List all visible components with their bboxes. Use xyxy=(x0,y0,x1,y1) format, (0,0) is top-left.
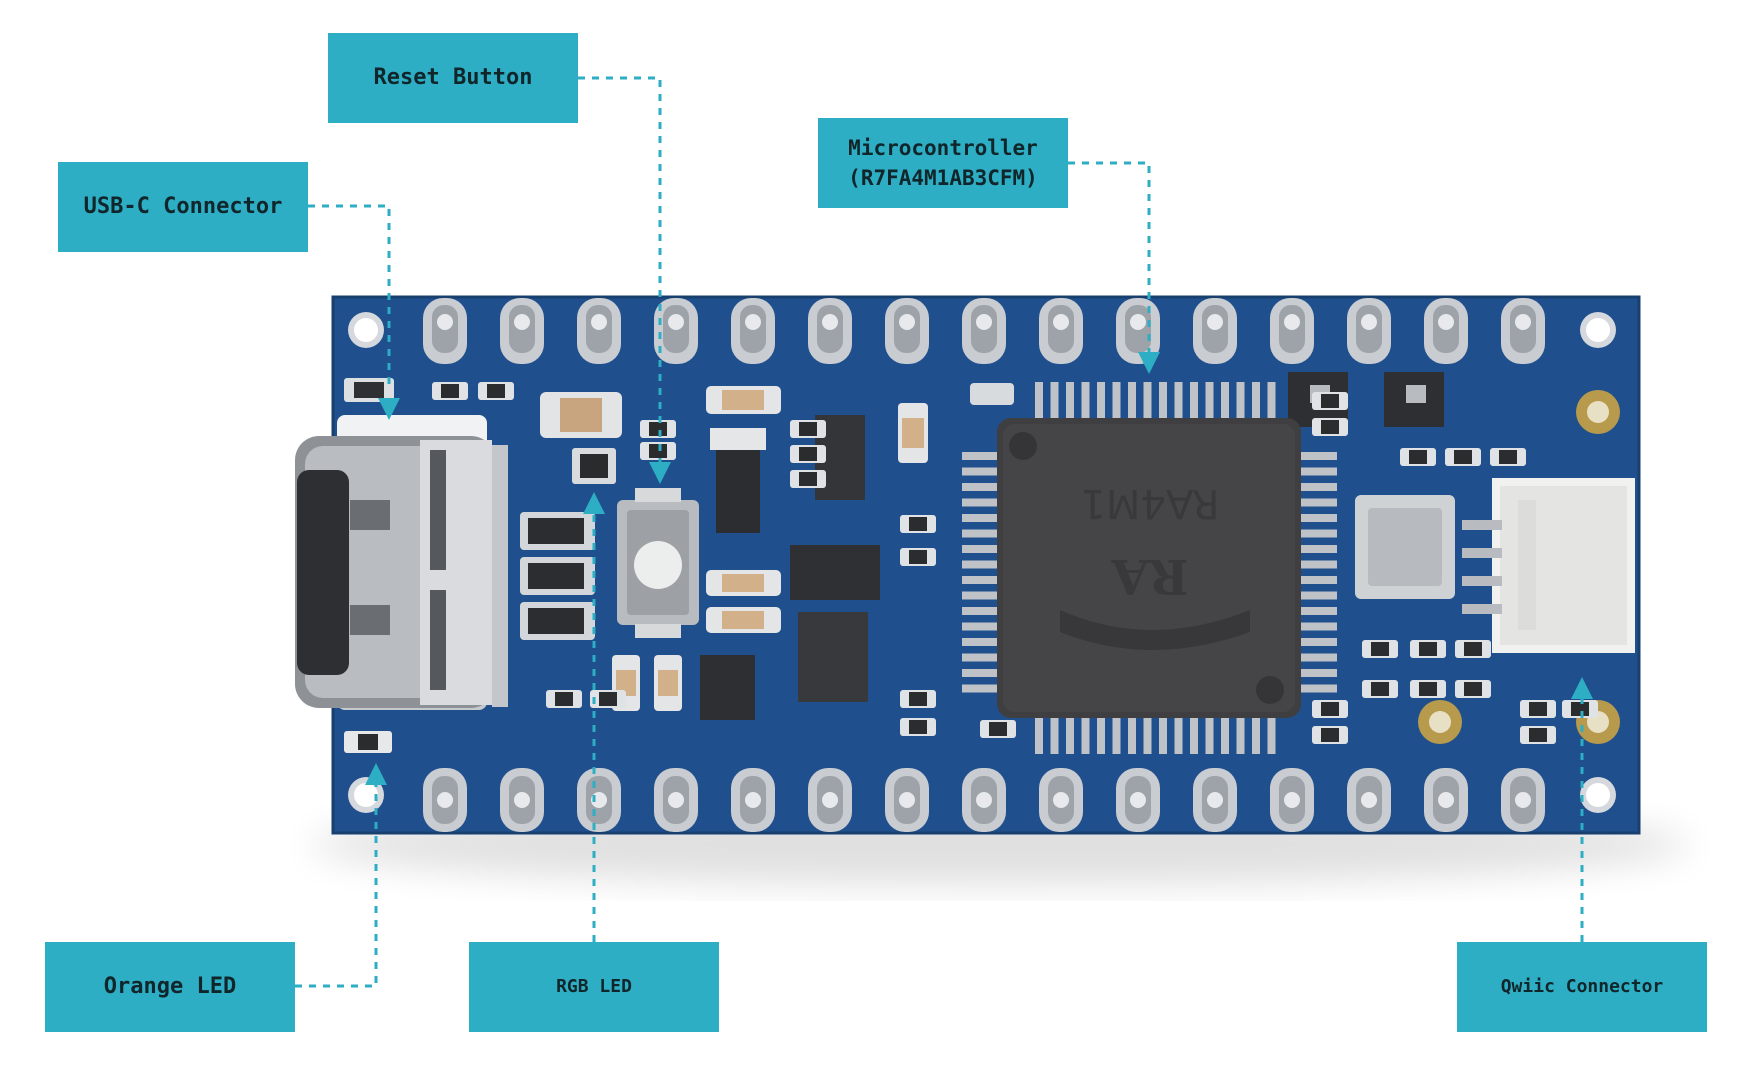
header-pin xyxy=(500,298,544,364)
header-pin xyxy=(423,768,467,832)
smd-resistor xyxy=(790,420,826,438)
header-pin xyxy=(1424,298,1468,364)
smd-resistor xyxy=(1520,700,1556,718)
header-pin xyxy=(885,298,929,364)
smd-resistor xyxy=(1410,680,1446,698)
header-pin xyxy=(1424,768,1468,832)
smd-resistor xyxy=(432,382,468,400)
smd-resistor xyxy=(1400,448,1436,466)
smd-resistor xyxy=(900,548,936,566)
header-pin xyxy=(885,768,929,832)
smd-resistor xyxy=(1455,680,1491,698)
header-pin xyxy=(654,768,698,832)
header-pin xyxy=(577,298,621,364)
leader-micro xyxy=(1068,161,1151,357)
smd-resistor xyxy=(900,718,936,736)
smd-resistor xyxy=(1445,448,1481,466)
header-pin xyxy=(1270,768,1314,832)
header-pin xyxy=(731,298,775,364)
smd-resistor xyxy=(640,420,676,438)
header-pin xyxy=(962,768,1006,832)
smd-resistor xyxy=(1410,640,1446,658)
chip-marking: RA4M1 xyxy=(1081,480,1220,526)
header-pin xyxy=(1116,768,1160,832)
header-pin xyxy=(1501,768,1545,832)
header-pin xyxy=(1039,768,1083,832)
header-pin xyxy=(1501,298,1545,364)
smd-resistor xyxy=(1312,392,1348,410)
header-pin xyxy=(962,298,1006,364)
smd-resistor xyxy=(590,690,626,708)
smd-resistor xyxy=(790,445,826,463)
smd-resistor xyxy=(478,382,514,400)
smd-resistor xyxy=(1312,700,1348,718)
callout-qwiic-connector: Qwiic Connector xyxy=(1457,942,1707,1032)
header-pin xyxy=(1347,298,1391,364)
header-pins-bottom xyxy=(423,768,1545,832)
smd-resistor xyxy=(1520,726,1556,744)
header-pin xyxy=(1116,298,1160,364)
smd-resistor xyxy=(1362,640,1398,658)
header-pin xyxy=(731,768,775,832)
callout-orange-led: Orange LED xyxy=(45,942,295,1032)
smd-resistor xyxy=(1562,700,1598,718)
header-pin xyxy=(423,298,467,364)
arrow-rgb xyxy=(583,492,605,514)
header-pin xyxy=(1270,298,1314,364)
smd-resistor xyxy=(1455,640,1491,658)
header-pin xyxy=(1193,298,1237,364)
smd-resistor xyxy=(1362,680,1398,698)
smd-resistor xyxy=(1490,448,1526,466)
arrow-qwiic xyxy=(1571,677,1593,699)
callout-reset-button: Reset Button xyxy=(328,33,578,123)
callout-rgb-led: RGB LED xyxy=(469,942,719,1032)
header-pin xyxy=(1347,768,1391,832)
header-pins-top xyxy=(423,298,1545,364)
header-pin xyxy=(808,768,852,832)
header-pin xyxy=(1193,768,1237,832)
rgb-led-part xyxy=(572,448,616,484)
header-pin xyxy=(808,298,852,364)
smd-resistor xyxy=(790,470,826,488)
microcontroller-chip: RA4M1 RA xyxy=(962,382,1337,754)
header-pin xyxy=(1039,298,1083,364)
header-pin xyxy=(654,298,698,364)
chip-logo: RA xyxy=(1111,548,1189,604)
small-resistors xyxy=(432,382,1598,744)
smd-resistor xyxy=(1312,418,1348,436)
smd-resistor xyxy=(900,515,936,533)
reset-button-part xyxy=(617,488,699,638)
arrow-reset xyxy=(649,462,671,484)
header-pin xyxy=(500,768,544,832)
smd-resistor xyxy=(900,690,936,708)
smd-resistor xyxy=(980,720,1016,738)
leader-lines xyxy=(295,76,1584,988)
smd-resistor xyxy=(1312,726,1348,744)
qwiic-connector-part xyxy=(1462,478,1635,653)
callout-usb-c-connector: USB-C Connector xyxy=(58,162,308,252)
callout-microcontroller: Microcontroller (R7FA4M1AB3CFM) xyxy=(818,118,1068,208)
arrow-micro xyxy=(1138,352,1160,374)
usb-c-connector xyxy=(295,415,508,710)
smd-part xyxy=(354,382,384,398)
orange-led-part xyxy=(344,731,392,753)
arrow-usb xyxy=(378,398,400,420)
leader-usb xyxy=(308,204,391,386)
leader-arrows xyxy=(365,352,1593,785)
smd-resistor xyxy=(640,442,676,460)
arrow-orange xyxy=(365,763,387,785)
header-pin xyxy=(577,768,621,832)
smd-resistor xyxy=(546,690,582,708)
